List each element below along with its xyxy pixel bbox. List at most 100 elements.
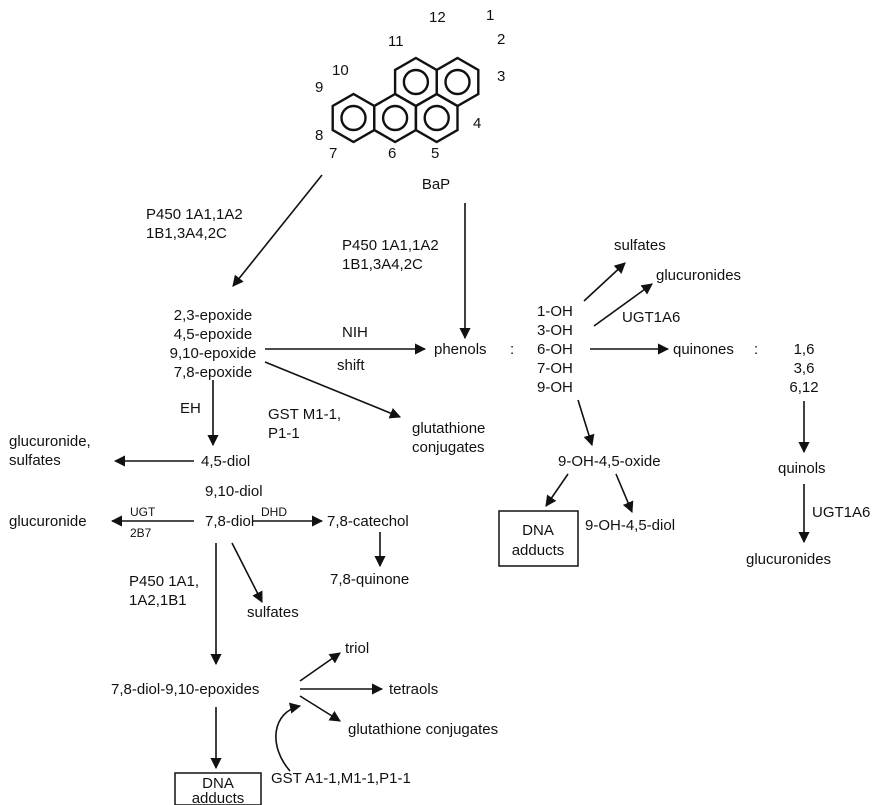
phenol-item: 1-OH	[537, 303, 573, 320]
enzyme-dhd: DHD	[261, 505, 287, 519]
enzyme-gst-a1: GST A1-1,M1-1,P1-1	[271, 770, 411, 787]
phenol-item: 6-OH	[537, 341, 573, 358]
enzyme-p450-a-line2: 1B1,3A4,2C	[146, 225, 227, 242]
enzyme-p450-b-line2: 1B1,3A4,2C	[342, 256, 423, 273]
metabolite-diol-910: 9,10-diol	[205, 483, 263, 500]
metabolite-triol: triol	[345, 640, 369, 657]
metabolite-glucuronide-sulfates-line1: glucuronide,	[9, 433, 91, 450]
enzyme-ugt-bottom: 2B7	[130, 526, 152, 540]
enzyme-p450-c-line2: 1A2,1B1	[129, 592, 187, 609]
adducts-box-2-line1: DNA	[202, 775, 234, 792]
quinone-item: 1,6	[794, 341, 815, 358]
metabolite-glucuronides-quinol: glucuronides	[746, 551, 831, 568]
adducts-box-2-line2: adducts	[192, 790, 245, 805]
enzyme-labels: P450 1A1,1A2 1B1,3A4,2C P450 1A1,1A2 1B1…	[129, 206, 870, 787]
aromatic-circle-d	[423, 104, 450, 132]
metabolite-oh-oxide: 9-OH-4,5-oxide	[558, 453, 661, 470]
dna-adducts-box-1: DNA adducts	[498, 510, 579, 567]
epoxide-item: 4,5-epoxide	[174, 326, 252, 343]
aromatic-circle-c	[402, 68, 430, 96]
metabolite-sulfates-phenol: sulfates	[614, 237, 666, 254]
arrow-bap-to-epoxides	[232, 174, 323, 287]
metabolite-quinols: quinols	[778, 460, 826, 477]
phenols-group: phenols : 1-OH 3-OH 6-OH 7-OH 9-OH	[434, 303, 573, 396]
enzyme-eh: EH	[180, 400, 201, 417]
metabolite-quinone-78: 7,8-quinone	[330, 571, 409, 588]
arrow-phenols-to-glucuronides	[593, 283, 653, 327]
enzyme-gst-m1-line2: P1-1	[268, 425, 300, 442]
epoxide-item: 9,10-epoxide	[170, 345, 257, 362]
metabolite-glutathione-line1: glutathione	[412, 420, 485, 437]
metabolite-catechol-78: 7,8-catechol	[327, 513, 409, 530]
arrow-diol-epoxides-to-triol	[299, 652, 341, 682]
position-label-9: 9	[315, 79, 323, 96]
ring-e	[435, 56, 480, 108]
metabolite-diol-epoxides: 7,8-diol-9,10-epoxides	[111, 681, 259, 698]
arrow-epoxides-to-glutathione	[264, 361, 402, 419]
arrow-phenols-to-oxide	[577, 399, 595, 447]
position-label-11: 11	[388, 33, 404, 50]
metabolite-diol-45: 4,5-diol	[201, 453, 250, 470]
bap-label: BaP	[422, 176, 450, 193]
bap-rings	[331, 56, 480, 144]
arrow-oxide-to-oh-diol	[615, 473, 634, 514]
phenol-item: 7-OH	[537, 360, 573, 377]
adducts-box-1-line2: adducts	[512, 542, 565, 559]
position-label-2: 2	[497, 31, 505, 48]
dna-adducts-box-2: DNA adducts	[174, 772, 262, 805]
metabolite-labels: sulfates glucuronides glutathione conjug…	[9, 237, 831, 738]
bap-structure: 1 2 3 4 5 6 7 8 9 10 11 12 BaP	[315, 7, 505, 193]
aromatic-circle-b	[381, 104, 409, 132]
arrow-diol-to-sulfates	[231, 542, 263, 603]
adducts-box-1-line1: DNA	[522, 522, 554, 539]
epoxide-item: 2,3-epoxide	[174, 307, 252, 324]
phenols-colon: :	[510, 341, 514, 358]
position-label-12: 12	[429, 9, 446, 26]
phenols-label: phenols	[434, 341, 487, 358]
metabolite-tetraols: tetraols	[389, 681, 438, 698]
phenol-item: 3-OH	[537, 322, 573, 339]
enzyme-shift: shift	[337, 357, 365, 374]
position-label-6: 6	[388, 145, 396, 162]
metabolite-glutathione-conjugates: glutathione conjugates	[348, 721, 498, 738]
quinones-label: quinones	[673, 341, 734, 358]
aromatic-circle-a	[340, 104, 367, 132]
metabolite-sulfates-diol: sulfates	[247, 604, 299, 621]
enzyme-ugt1a6-quinol: UGT1A6	[812, 504, 870, 521]
position-label-4: 4	[473, 115, 481, 132]
enzyme-p450-a-line1: P450 1A1,1A2	[146, 206, 243, 223]
position-label-7: 7	[329, 145, 337, 162]
arrow-diol-epoxides-to-glutathione	[299, 695, 341, 722]
metabolite-oh-diol: 9-OH-4,5-diol	[585, 517, 675, 534]
aromatic-circle-e	[444, 68, 471, 96]
enzyme-ugt-top: UGT	[130, 505, 156, 519]
quinones-group: quinones : 1,6 3,6 6,12	[673, 341, 819, 396]
position-label-5: 5	[431, 145, 439, 162]
epoxide-item: 7,8-epoxide	[174, 364, 252, 381]
position-label-8: 8	[315, 127, 323, 144]
position-label-1: 1	[486, 7, 494, 24]
phenol-item: 9-OH	[537, 379, 573, 396]
quinone-item: 3,6	[794, 360, 815, 377]
arrow-oxide-to-adducts	[545, 473, 569, 507]
quinone-item: 6,12	[789, 379, 818, 396]
arrow-gst-curved	[275, 702, 302, 772]
enzyme-ugt1a6-phenol: UGT1A6	[622, 309, 680, 326]
enzyme-nih: NIH	[342, 324, 368, 341]
ring-a	[331, 92, 376, 144]
enzyme-p450-c-line1: P450 1A1,	[129, 573, 199, 590]
position-label-3: 3	[497, 68, 505, 85]
enzyme-gst-m1-line1: GST M1-1,	[268, 406, 341, 423]
metabolite-glutathione-line2: conjugates	[412, 439, 485, 456]
metabolite-glucuronide-sulfates-line2: sulfates	[9, 452, 61, 469]
epoxide-list: 2,3-epoxide 4,5-epoxide 9,10-epoxide 7,8…	[170, 307, 257, 381]
quinones-colon: :	[754, 341, 758, 358]
arrow-phenols-to-sulfates	[583, 262, 626, 302]
enzyme-p450-b-line1: P450 1A1,1A2	[342, 237, 439, 254]
metabolite-glucuronide: glucuronide	[9, 513, 87, 530]
pathway-arrows	[110, 174, 810, 772]
metabolite-diol-78: 7,8-diol	[205, 513, 254, 530]
metabolite-glucuronides-phenol: glucuronides	[656, 267, 741, 284]
position-label-10: 10	[332, 62, 349, 79]
